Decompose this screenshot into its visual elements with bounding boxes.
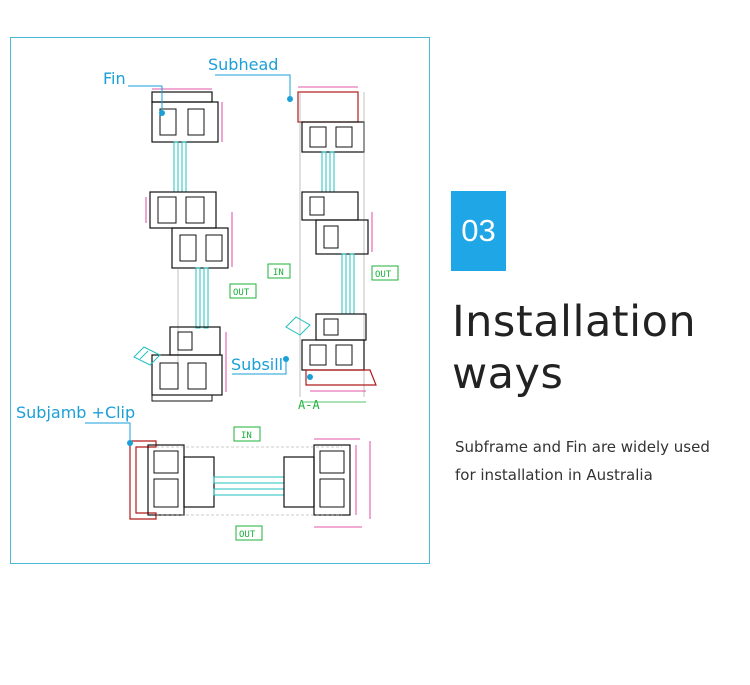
heading-line-1: Installation [452,297,697,347]
tag-out-left: OUT [229,283,257,299]
section-aa-label: A-A [298,398,320,412]
tag-in-bottom: IN [233,426,261,442]
right-section [285,86,377,403]
bottom-section [129,438,371,528]
heading-line-2: ways [452,349,564,399]
fin-label: Fin [103,69,126,88]
window-section-drawing: Fin Subhead Subsill Subjamb +Clip IN OUT… [16,55,399,541]
subsill-label: Subsill [231,355,283,374]
tag-in-left: IN [267,263,291,279]
svg-text:OUT: OUT [375,270,392,280]
callout-leaders [85,74,313,446]
page-heading: Installation ways [452,296,696,400]
left-section [133,88,233,402]
description-line-1: Subframe and Fin are widely used [455,438,710,456]
svg-text:IN: IN [241,431,252,441]
svg-text:OUT: OUT [239,530,256,540]
step-number-badge: 03 [451,191,506,271]
description-line-2: for installation in Australia [455,466,653,484]
tag-out-right: OUT [371,265,399,281]
technical-drawing-frame [10,37,430,564]
svg-text:OUT: OUT [233,288,250,298]
svg-text:IN: IN [273,268,284,278]
description-text: Subframe and Fin are widely used for ins… [455,433,745,489]
subhead-label: Subhead [208,55,278,74]
tag-out-bottom: OUT [235,525,263,541]
subjamb-clip-label: Subjamb +Clip [16,403,135,422]
